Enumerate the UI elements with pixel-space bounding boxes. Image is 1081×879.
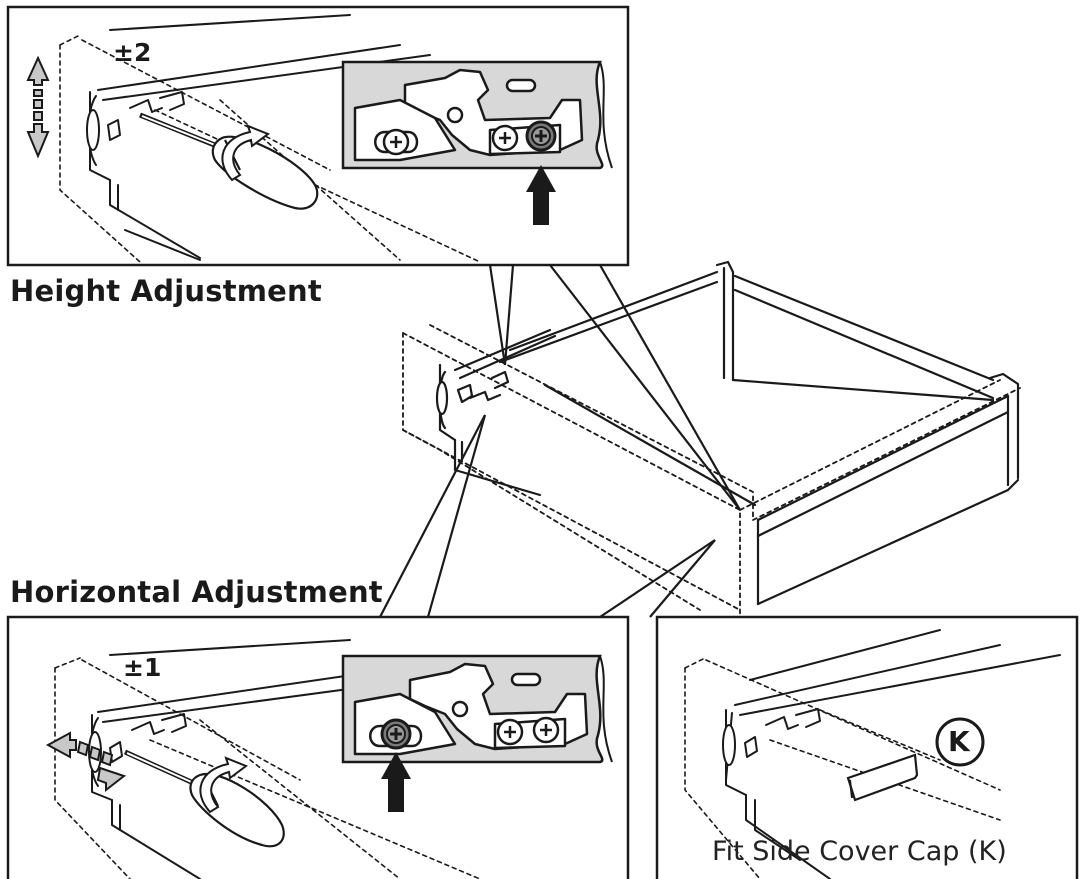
panel-side-cover-cap [655,615,1079,879]
double-arrow-icon [26,55,50,159]
pointer-arrow-icon [381,752,411,812]
height-adjustment-label: Height Adjustment [10,274,322,308]
bracket-detail-horizontal [341,654,613,764]
bracket-detail-height [341,60,613,170]
callout-lines [379,264,741,618]
drawer-main [402,260,1021,879]
panel-horizontal-adjustment [6,615,630,879]
double-arrow-icon [45,731,127,793]
rotation-arrow-icon [221,124,271,182]
cover-cap-part [846,753,919,802]
part-k-badge [935,717,985,767]
pointer-arrow-icon [526,165,556,225]
panel-height-adjustment [6,5,630,267]
screwdriver-icon [123,749,285,848]
horizontal-tolerance: ±1 [123,653,162,682]
rotation-arrow-icon [199,756,249,814]
horizontal-adjustment-label: Horizontal Adjustment [10,575,383,609]
part-k-letter: K [948,725,970,758]
cover-cap-caption: Fit Side Cover Cap (K) [712,836,1007,867]
height-tolerance: ±2 [113,38,152,67]
